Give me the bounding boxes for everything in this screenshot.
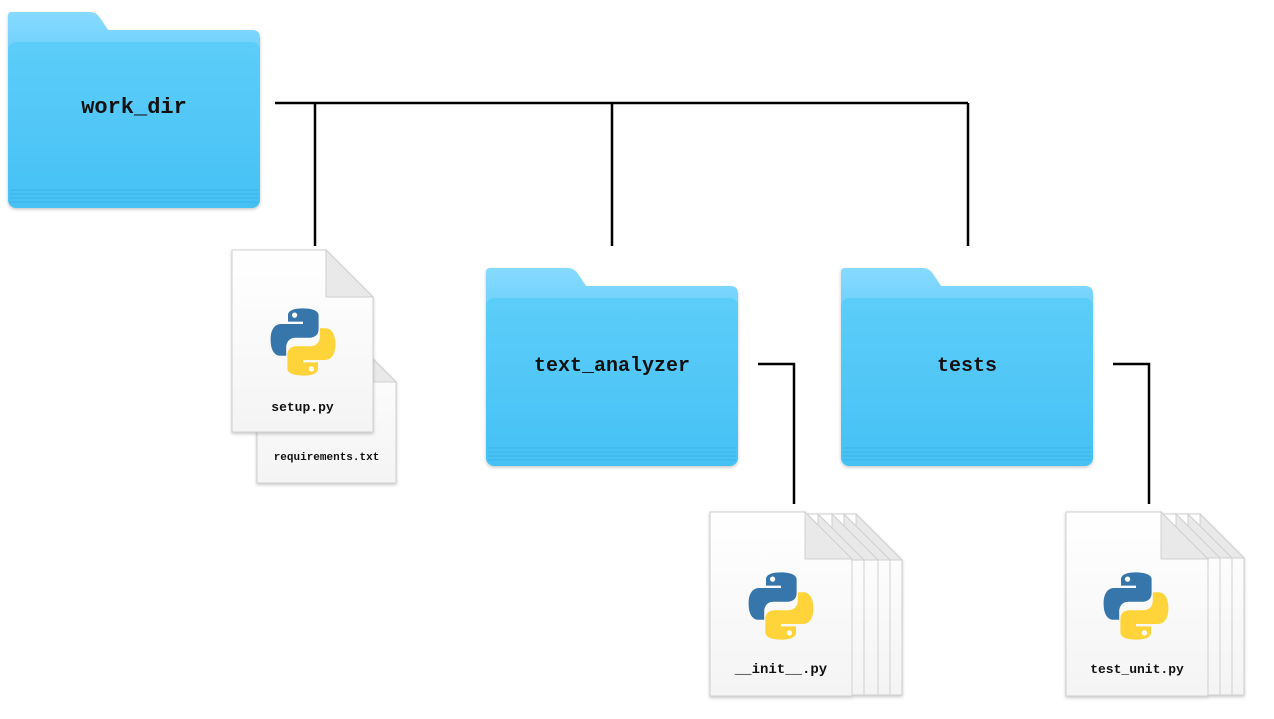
folder-icon[interactable] xyxy=(486,268,738,466)
folder-label-tests: tests xyxy=(936,355,997,378)
file-label-init: __init__.py xyxy=(734,662,828,678)
file-label-setup: setup.py xyxy=(271,400,334,415)
folder-label-text-analyzer: text_analyzer xyxy=(533,355,691,378)
document-icon[interactable] xyxy=(231,248,375,433)
tree-connectors xyxy=(275,101,1151,504)
file-stack-text-analyzer[interactable] xyxy=(709,510,904,697)
file-label-test-unit: test_unit.py xyxy=(1090,662,1184,677)
folder-label-work-dir: work_dir xyxy=(81,95,187,120)
folder-icon[interactable] xyxy=(841,268,1093,466)
connector-text-analyzer-children xyxy=(758,362,796,504)
connector-tests-children xyxy=(1113,362,1151,504)
file-label-requirements: requirements.txt xyxy=(273,452,380,464)
folder-icon[interactable] xyxy=(8,12,260,208)
file-stack-tests[interactable] xyxy=(1065,510,1246,697)
